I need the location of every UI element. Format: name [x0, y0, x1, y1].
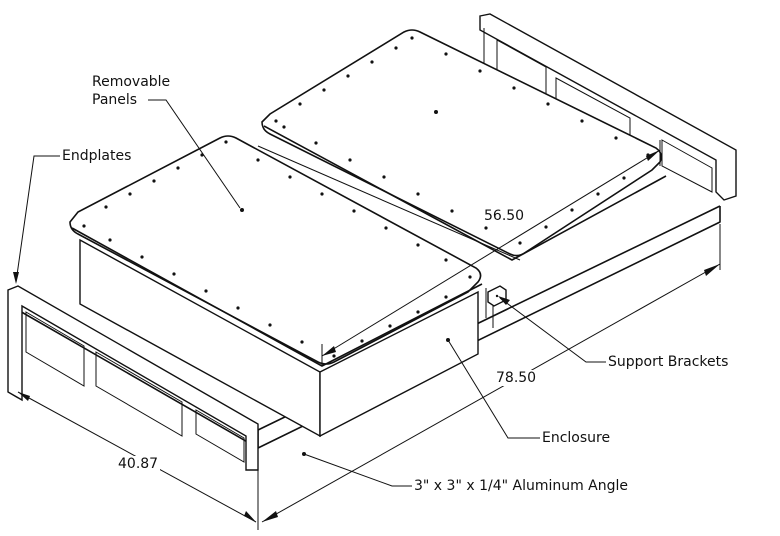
support-bracket [487, 285, 507, 307]
enclosure-box [79, 145, 521, 438]
leader-endplates [13, 155, 60, 284]
label-support-brackets: Support Brackets [608, 354, 729, 370]
label-removable-panels-line2: Panels [92, 92, 138, 108]
leader-removable-panels [148, 99, 241, 209]
label-aluminum-angle: 3" x 3" x 1/4" Aluminum Angle [414, 478, 629, 494]
dimension-overall-width: 40.87 [116, 456, 161, 472]
leader-enclosure [446, 338, 540, 439]
dimension-overall-length: 78.50 [494, 370, 539, 386]
leader-support-brackets [498, 296, 606, 363]
leader-aluminum-angle [302, 452, 412, 487]
dimension-panel-length: 56.50 [482, 208, 527, 224]
label-removable-panels-line1: Removable [92, 74, 171, 90]
panel-bolt-holes [82, 36, 650, 358]
dimension-56-50-line [321, 140, 661, 366]
dimension-78-50-line [257, 224, 721, 530]
label-endplates: Endplates [62, 148, 132, 164]
label-enclosure: Enclosure [542, 430, 611, 446]
